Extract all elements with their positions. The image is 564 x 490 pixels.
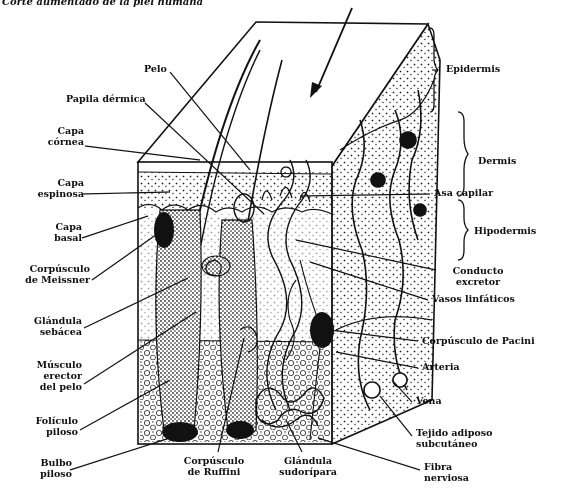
label-fibra-nerviosa: Fibra nerviosa (424, 462, 469, 484)
label-capa-basal: Capa basal (30, 222, 82, 244)
label-papila-dermica: Papila dérmica (66, 94, 146, 105)
label-conducto-excretor: Conducto excretor (440, 266, 516, 288)
label-vena: Vena (416, 396, 442, 407)
label-dermis: Dermis (478, 156, 516, 167)
label-asa-capilar: Asa capilar (434, 188, 493, 199)
label-corpusculo-pacini: Corpúsculo de Pacini (422, 336, 535, 347)
label-hipodermis: Hipodermis (474, 226, 536, 237)
label-vasos-linfaticos: Vasos linfáticos (432, 294, 515, 305)
label-capa-espinosa: Capa espinosa (30, 178, 84, 200)
label-corpusculo-ruffini: Corpúsculo de Ruffini (164, 456, 264, 478)
label-epidermis: Epidermis (446, 64, 500, 75)
label-capa-cornea: Capa córnea (30, 126, 84, 148)
label-musculo-erector: Músculo erector del pelo (14, 360, 82, 393)
label-pelo: Pelo (144, 64, 167, 75)
label-bulbo-piloso: Bulbo piloso (20, 458, 72, 480)
label-foliculo-piloso: Folículo piloso (14, 416, 78, 438)
label-glandula-sebacea: Glándula sebácea (20, 316, 82, 338)
label-glandula-sudoripara: Glándula sudorípara (260, 456, 356, 478)
label-arteria: Arteria (422, 362, 460, 373)
label-tejido-adiposo: Tejido adiposo subcutáneo (416, 428, 492, 450)
label-corpusculo-meissner: Corpúsculo de Meissner (4, 264, 90, 286)
